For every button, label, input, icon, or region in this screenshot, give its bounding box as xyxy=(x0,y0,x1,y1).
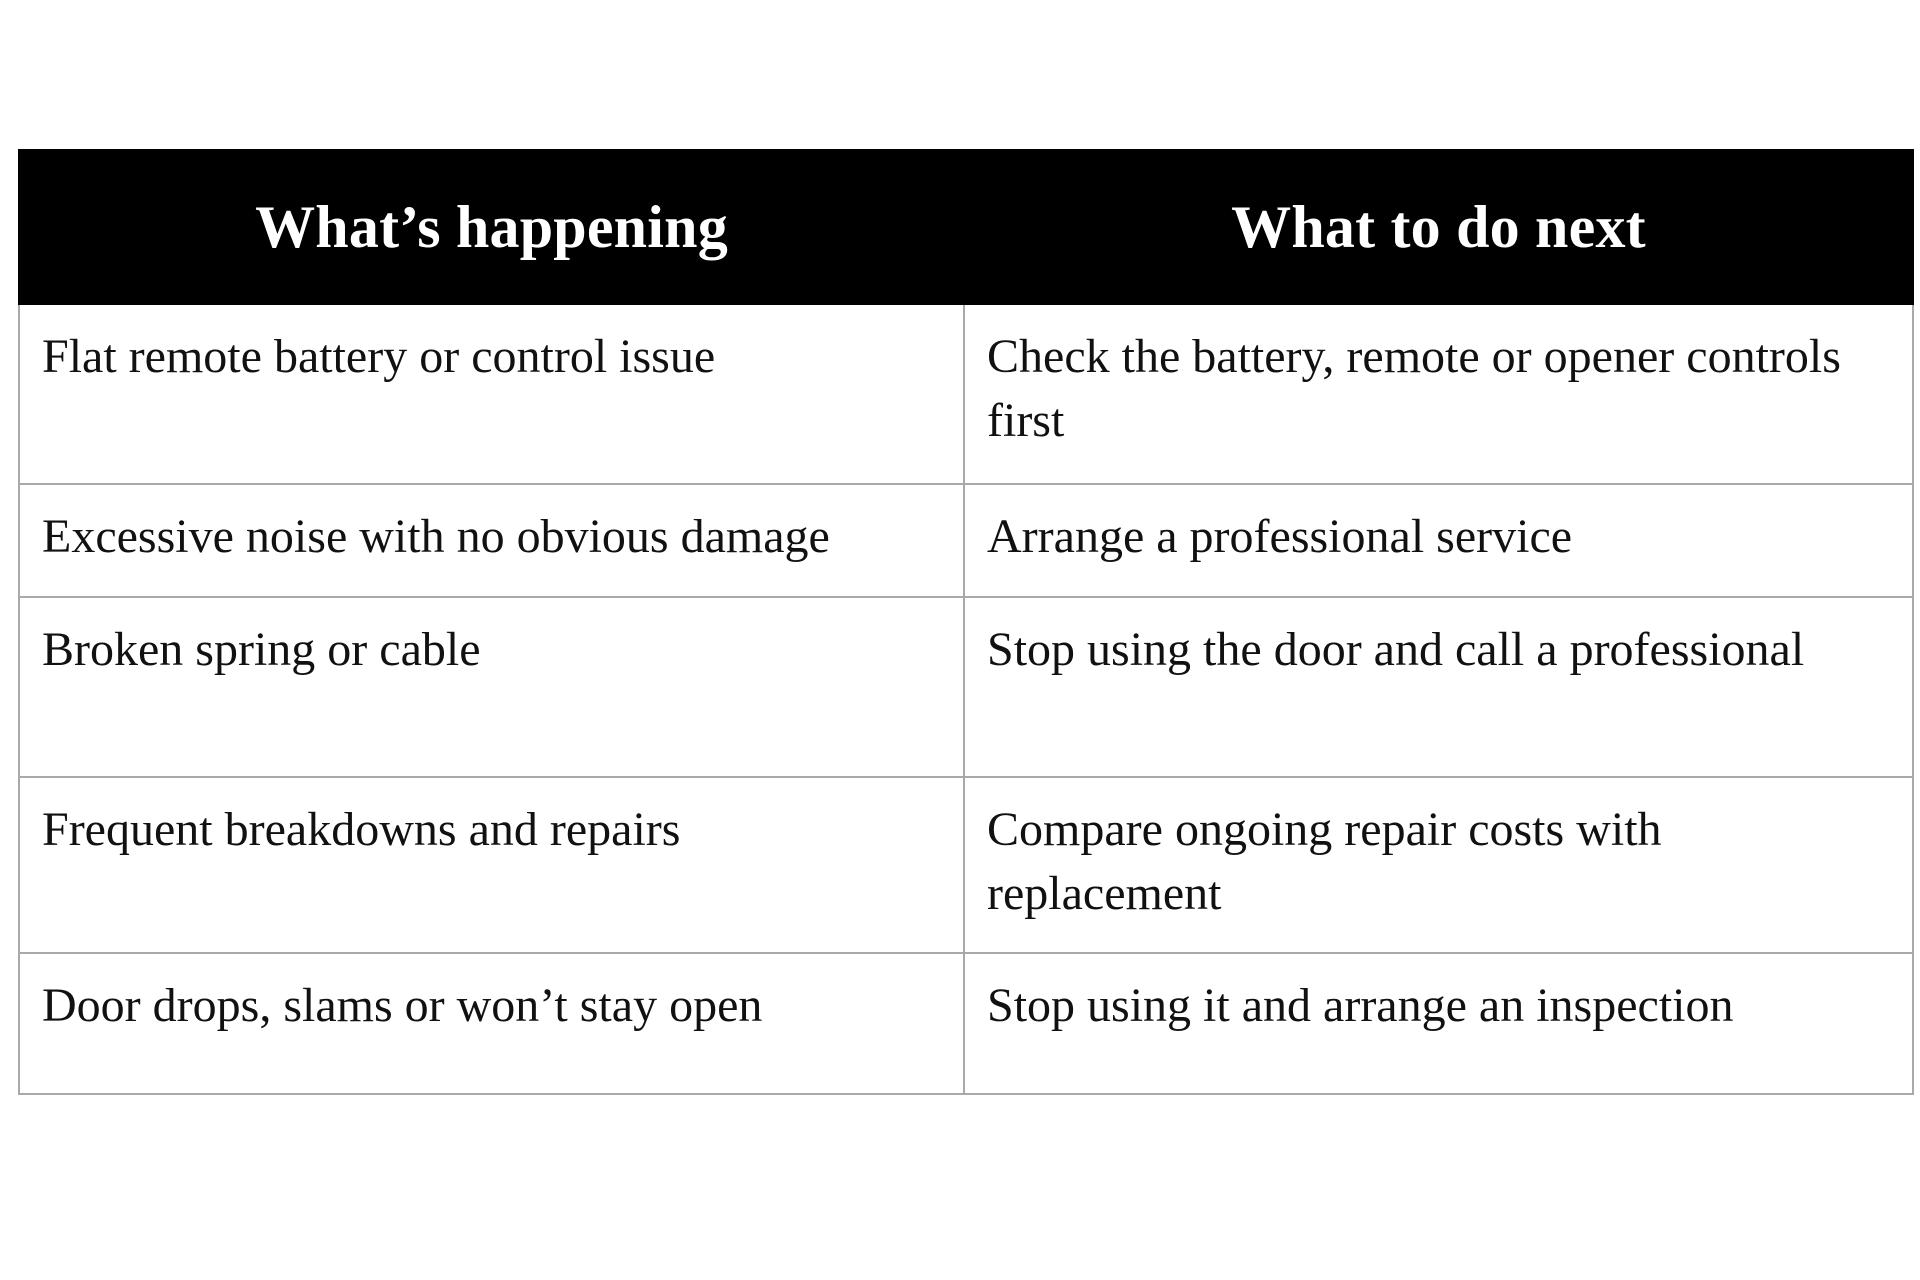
guidance-table: What’s happening What to do next Flat re… xyxy=(18,149,1914,1095)
cell-situation: Frequent breakdowns and repairs xyxy=(18,776,965,954)
table-row: Door drops, slams or won’t stay open Sto… xyxy=(18,952,1914,1095)
cell-situation: Door drops, slams or won’t stay open xyxy=(18,952,965,1095)
table-row: Frequent breakdowns and repairs Compare … xyxy=(18,776,1914,954)
cell-action: Check the battery, remote or opener cont… xyxy=(963,303,1914,485)
cell-action: Compare ongoing repair costs with replac… xyxy=(963,776,1914,954)
table-row: Excessive noise with no obvious damage A… xyxy=(18,483,1914,598)
cell-action: Stop using the door and call a professio… xyxy=(963,596,1914,778)
cell-situation: Broken spring or cable xyxy=(18,596,965,778)
header-whats-happening: What’s happening xyxy=(18,149,965,305)
header-row: What’s happening What to do next xyxy=(18,149,1914,305)
table-body: Flat remote battery or control issue Che… xyxy=(18,303,1914,1095)
cell-situation: Excessive noise with no obvious damage xyxy=(18,483,965,598)
header-what-to-do-next: What to do next xyxy=(963,149,1914,305)
cell-action: Stop using it and arrange an inspection xyxy=(963,952,1914,1095)
table-row: Broken spring or cable Stop using the do… xyxy=(18,596,1914,778)
cell-action: Arrange a professional service xyxy=(963,483,1914,598)
table-row: Flat remote battery or control issue Che… xyxy=(18,303,1914,485)
table-header: What’s happening What to do next xyxy=(18,149,1914,305)
guidance-table-container: What’s happening What to do next Flat re… xyxy=(18,149,1914,1095)
cell-situation: Flat remote battery or control issue xyxy=(18,303,965,485)
